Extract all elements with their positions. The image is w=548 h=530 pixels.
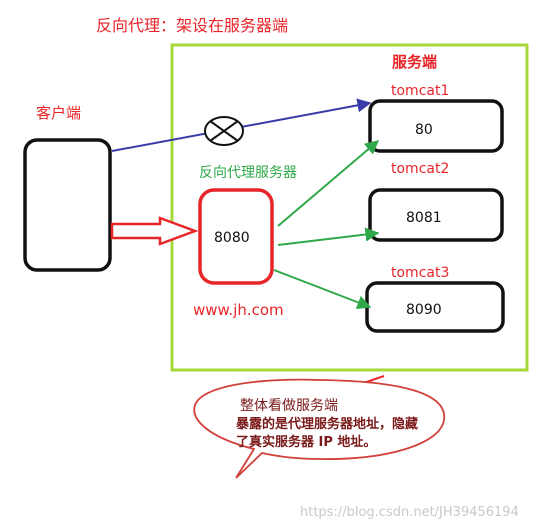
client-to-proxy-arrow <box>110 216 199 246</box>
server-side-frame <box>170 43 529 372</box>
tomcat3-port: 8090 <box>406 302 442 318</box>
tomcat2-box <box>368 188 504 242</box>
blocked-icon <box>204 116 244 146</box>
tomcat2-port: 8081 <box>406 210 442 226</box>
proxy-to-tomcat3-line <box>273 269 372 310</box>
client-box <box>23 138 112 272</box>
callout-line2: 暴露的是代理服务器地址，隐藏 <box>236 417 419 432</box>
tomcat1-name: tomcat1 <box>391 83 450 99</box>
server-group-label: 服务端 <box>392 53 438 71</box>
proxy-label: 反向代理服务器 <box>199 165 297 181</box>
proxy-url: www.jh.com <box>193 301 284 319</box>
proxy-to-tomcat2-line <box>277 227 380 246</box>
client-label: 客户端 <box>36 104 82 122</box>
callout-line1: 整体看做服务端 <box>240 398 338 414</box>
proxy-box <box>198 188 274 285</box>
tomcat2-name: tomcat2 <box>391 161 450 177</box>
callout-line3: 了真实服务器 IP 地址。 <box>236 435 377 450</box>
proxy-to-tomcat1-line <box>277 140 380 227</box>
proxy-port: 8080 <box>214 230 250 246</box>
callout-bubble <box>193 378 445 479</box>
tomcat3-name: tomcat3 <box>391 265 450 281</box>
tomcat1-box <box>368 99 504 153</box>
tomcat1-port: 80 <box>415 122 433 138</box>
diagram-title: 反向代理：架设在服务器端 <box>96 16 289 35</box>
watermark: https://blog.csdn.net/JH39456194 <box>300 505 519 520</box>
